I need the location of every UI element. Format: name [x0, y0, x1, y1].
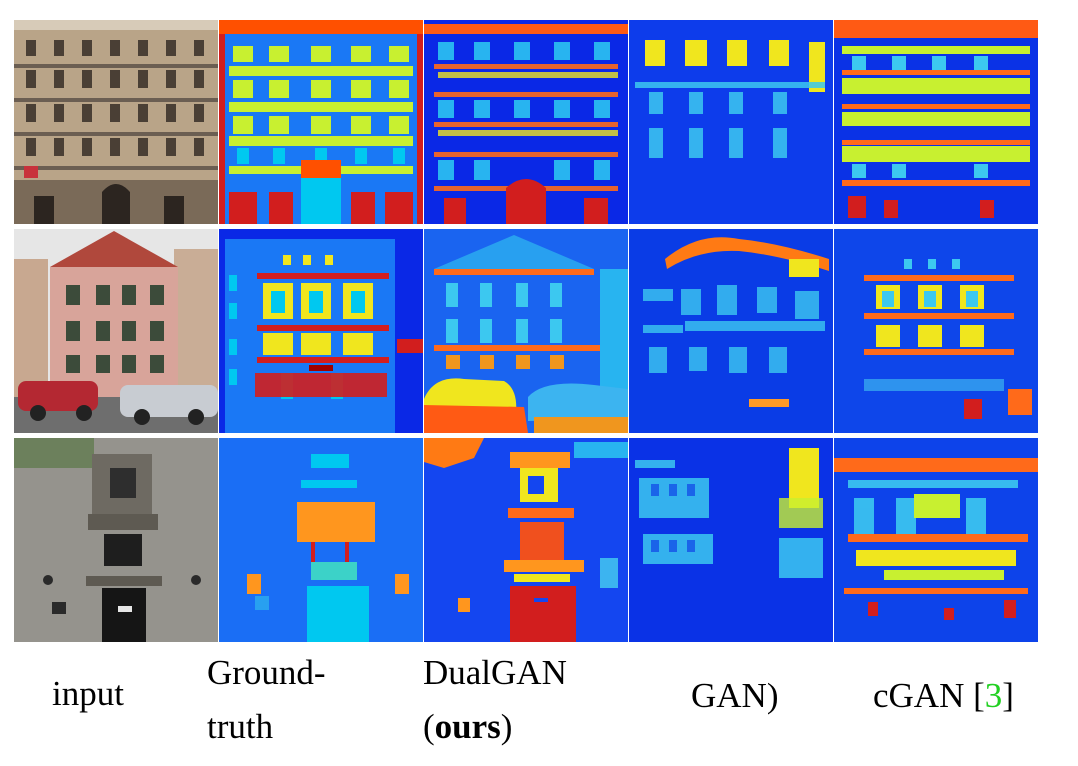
- caption-input-text: input: [52, 674, 124, 713]
- caption-dualgan-line1: DualGAN: [423, 653, 567, 692]
- caption-cgan-close-bracket: ]: [1002, 676, 1014, 715]
- ground-truth-1: [219, 20, 423, 224]
- caption-ground-truth-line2: truth: [207, 707, 274, 747]
- caption-gan-text: GAN): [691, 676, 779, 715]
- caption-cgan-text: cGAN [: [873, 676, 985, 715]
- caption-dualgan-line2: (ours): [423, 700, 567, 754]
- photo-facade-2: [14, 229, 218, 433]
- cgan-output-1: [834, 20, 1038, 224]
- caption-ground-truth: Ground- truth: [207, 646, 326, 755]
- photo-facade-1: [14, 20, 218, 224]
- caption-dualgan-open-paren: (: [423, 707, 435, 747]
- dualgan-output-1: [424, 20, 628, 224]
- ground-truth-3: [219, 438, 423, 642]
- cgan-output-3: [834, 438, 1038, 642]
- dualgan-output-3: [424, 438, 628, 642]
- caption-dualgan: DualGAN (ours): [423, 646, 567, 755]
- gan-output-3: [629, 438, 833, 642]
- caption-gan: GAN): [691, 670, 778, 723]
- photo-facade-3: [14, 438, 218, 642]
- cgan-output-2: [834, 229, 1038, 433]
- caption-dualgan-ours: ours: [434, 707, 501, 747]
- gan-output-2: [629, 229, 833, 433]
- caption-cgan-reference-link[interactable]: 3: [984, 676, 1003, 715]
- caption-input: input: [52, 668, 124, 721]
- caption-cgan: cGAN [3]: [873, 670, 1014, 723]
- caption-ground-truth-line1: Ground-: [207, 653, 326, 692]
- gan-output-1: [629, 20, 833, 224]
- ground-truth-2: [219, 229, 423, 433]
- dualgan-output-2: [424, 229, 628, 433]
- caption-dualgan-close-paren: ): [500, 707, 513, 747]
